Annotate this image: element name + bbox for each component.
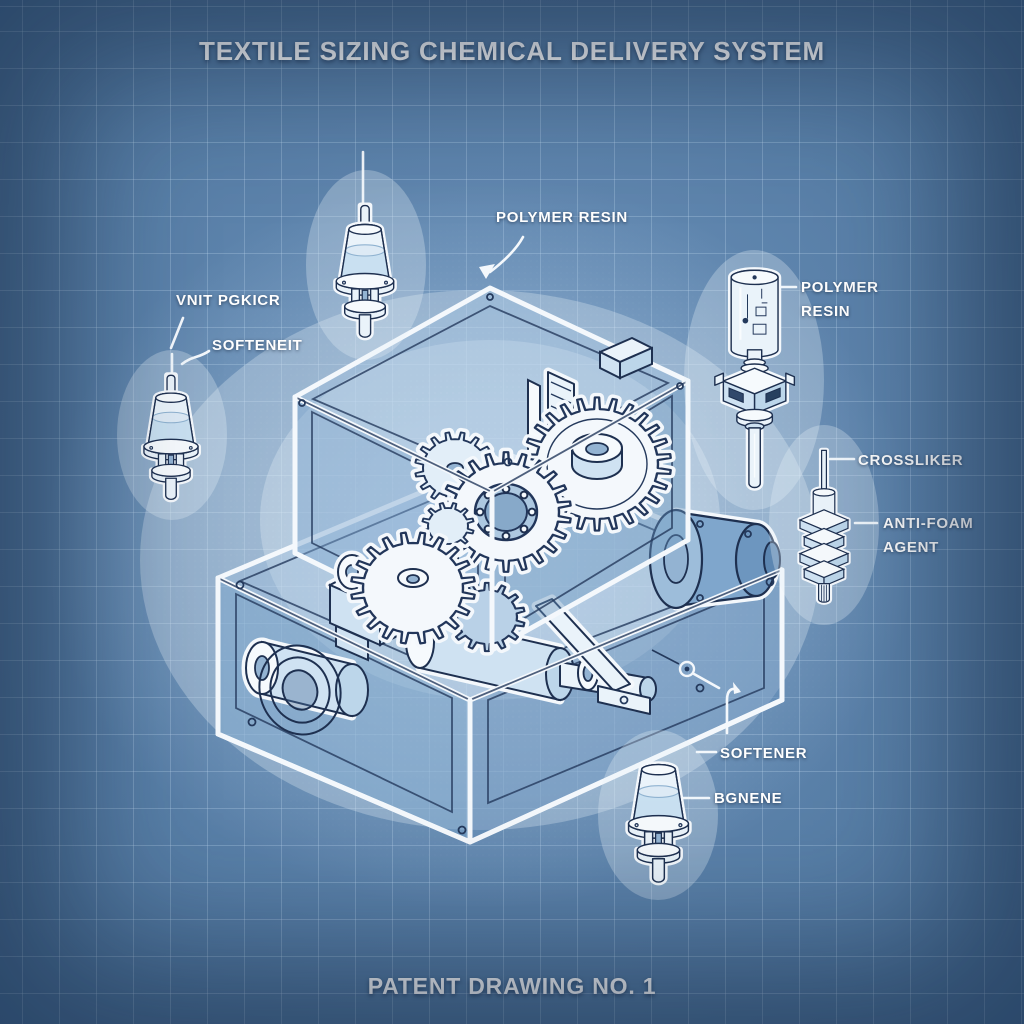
label-polymer-right-line1: POLYMER: [801, 279, 879, 296]
label-softener-right: SOFTENER: [720, 745, 808, 762]
arrowhead-polymer-top: [479, 264, 495, 279]
label-unit-top-left: VNIT PGKICR: [176, 292, 281, 309]
label-bottom-agent: BGNENE: [714, 790, 783, 807]
label-polymer-resin-right: POLYMER RESIN: [801, 276, 879, 324]
label-antifoam-line1: ANTI-FOAM: [883, 515, 974, 532]
label-softener-top-left: SOFTENEIT: [212, 337, 303, 354]
front-port-rings: [258, 644, 342, 736]
chemical-components: [117, 170, 879, 900]
label-crosslinker: CROSSLIKER: [858, 452, 964, 469]
softener-port-marker: [678, 660, 696, 678]
label-polymer-right-line2: RESIN: [801, 303, 851, 320]
page-title: TEXTILE SIZING CHEMICAL DELIVERY SYSTEM: [199, 36, 825, 66]
housing-edge-highlights: [215, 293, 785, 845]
label-antifoam-line2: AGENT: [883, 539, 939, 556]
gear-train: [346, 392, 676, 656]
drive-motor-cylinder: [648, 507, 781, 611]
drawing-caption: PATENT DRAWING NO. 1: [367, 973, 657, 999]
machine-internals: [241, 507, 781, 736]
label-antifoam-agent: ANTI-FOAM AGENT: [883, 512, 973, 560]
arrowhead-softener: [733, 682, 741, 694]
label-polymer-resin-top: POLYMER RESIN: [496, 209, 628, 226]
leader-lines: [169, 150, 879, 800]
